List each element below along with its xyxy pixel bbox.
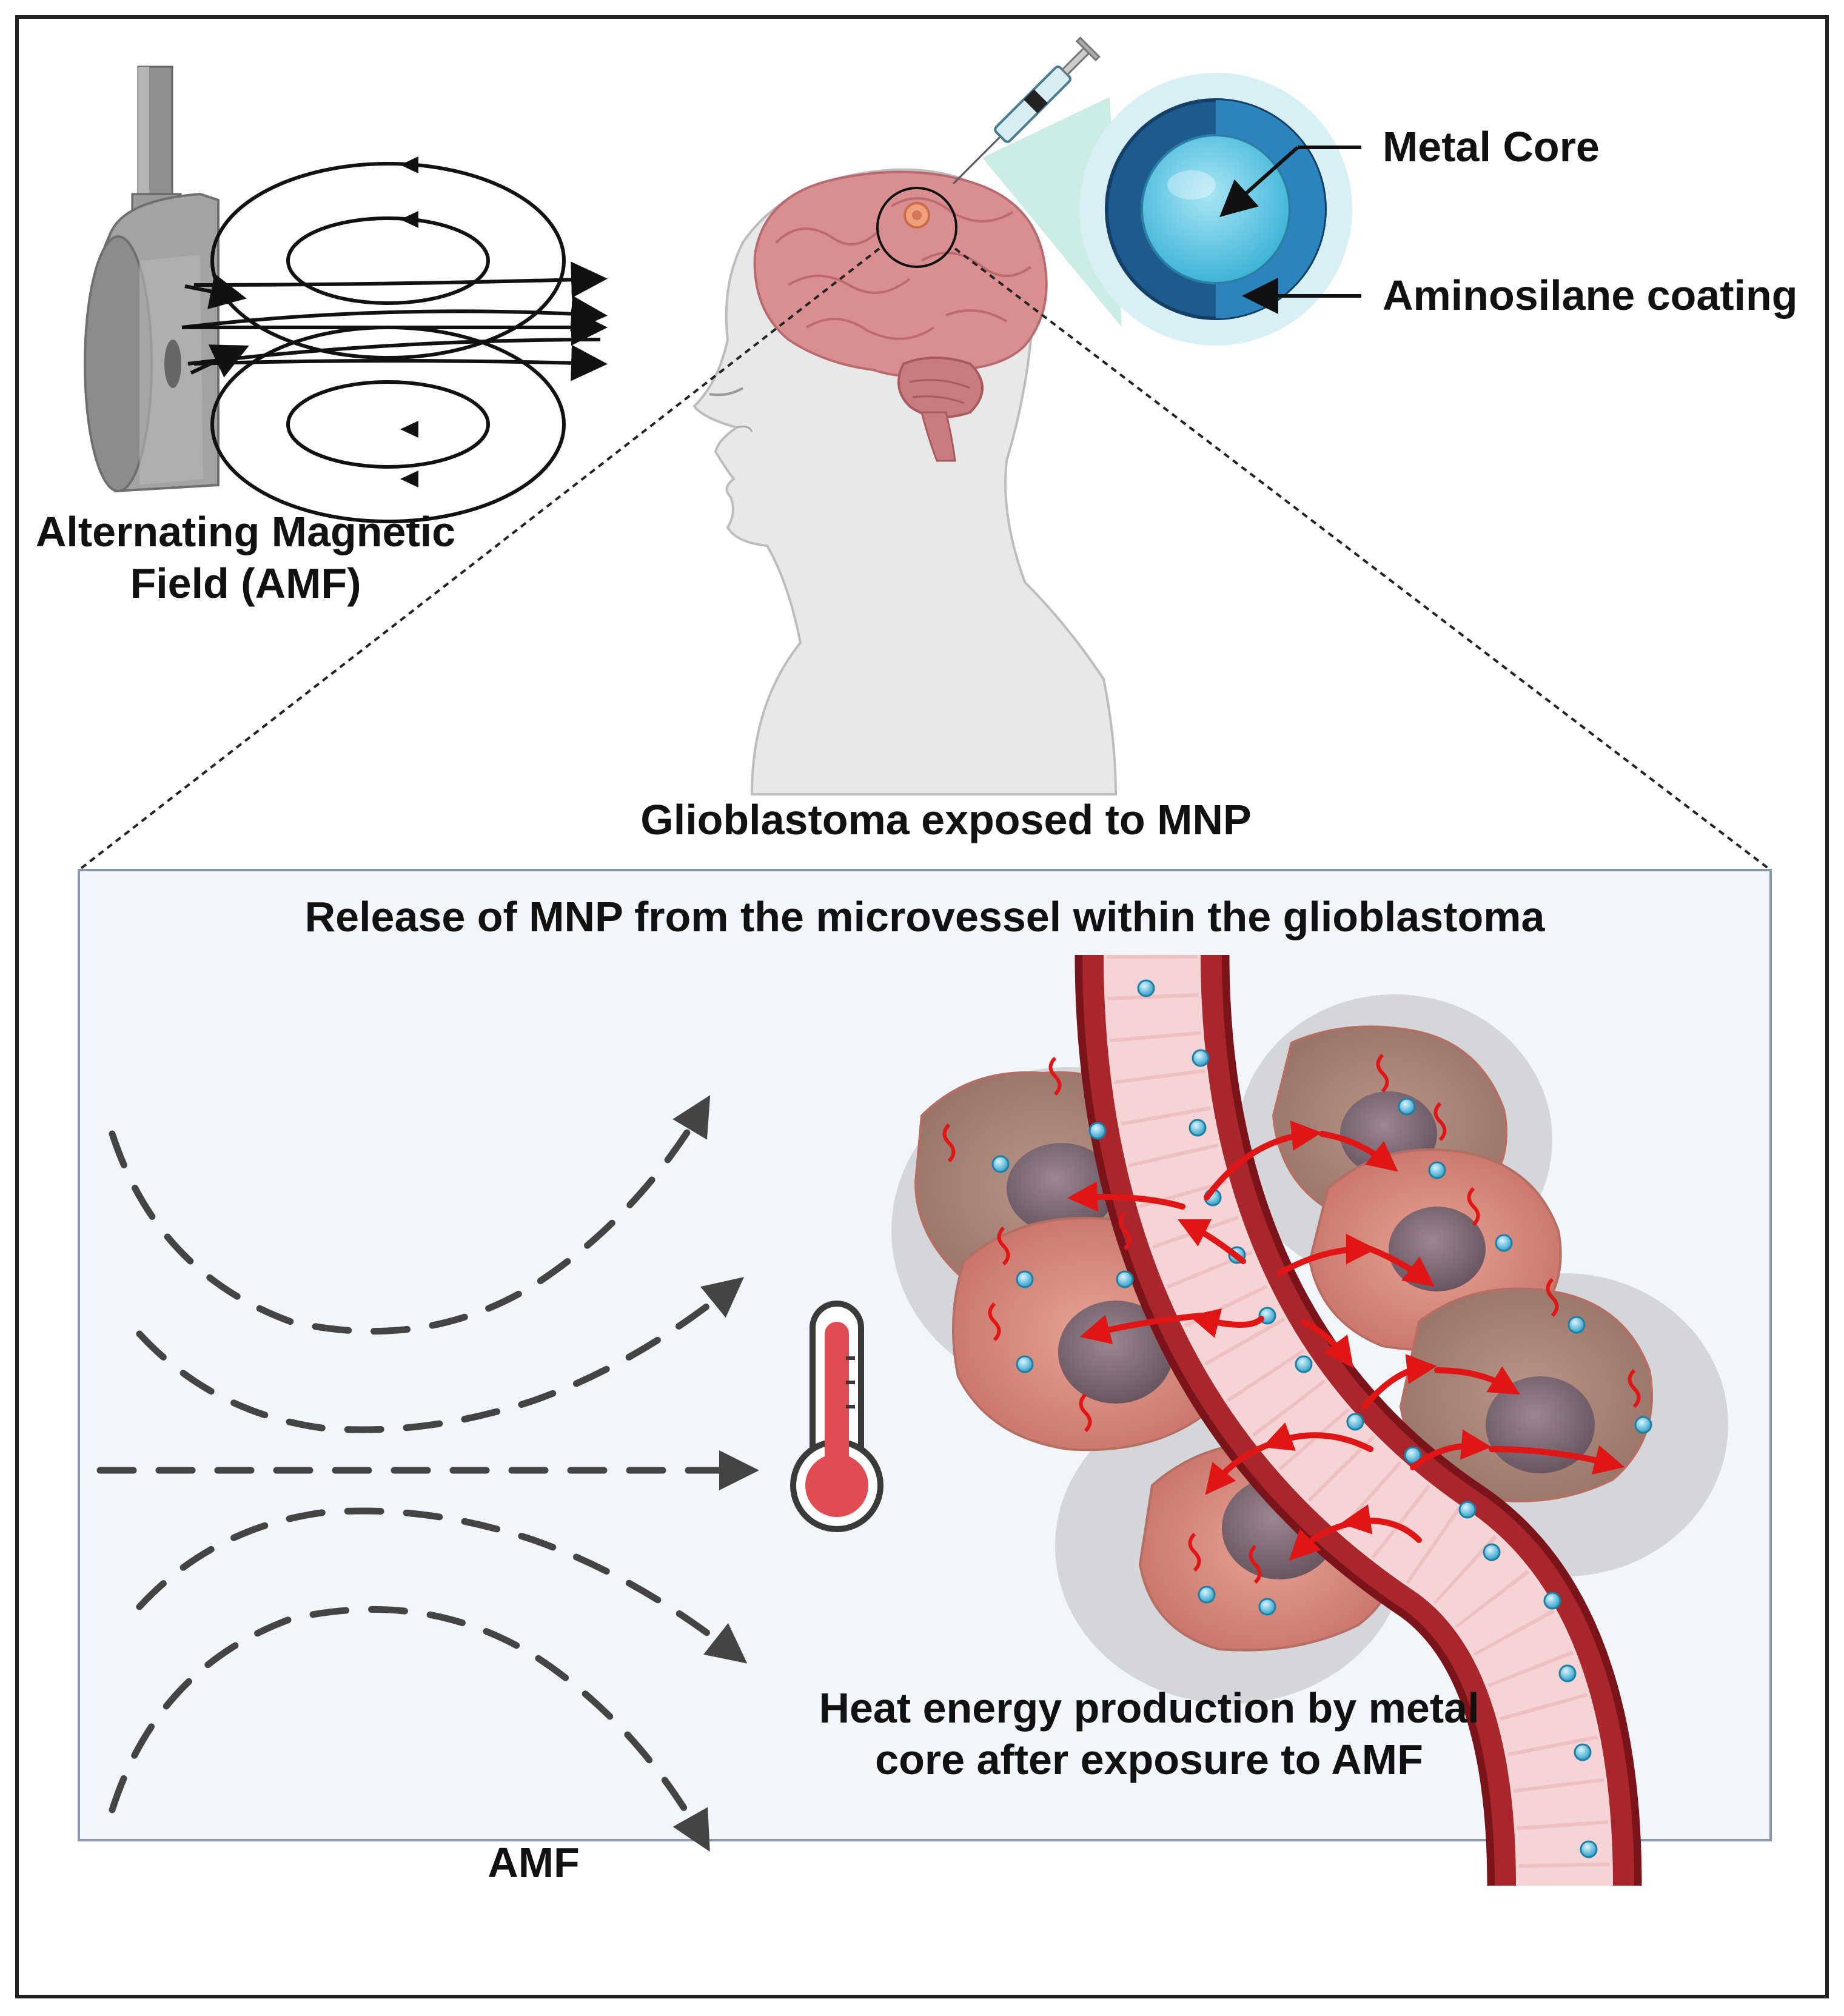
magnet-coil-icon: [84, 65, 220, 493]
nanoparticle-callouts: [1219, 146, 1361, 314]
field-direction-arrows: [400, 156, 600, 487]
syringe-icon: [953, 36, 1101, 184]
amf-dashed-field-lines: [96, 1095, 759, 1852]
amf-device-label-line2: Field (AMF): [130, 560, 361, 608]
heat-label-line1: Heat energy production by metal: [819, 1684, 1480, 1732]
mnp-particles: [991, 979, 1652, 1858]
thermometer-icon: [790, 1301, 883, 1532]
magnetic-field-lines: [181, 162, 608, 523]
metal-core-label: Metal Core: [1383, 123, 1600, 170]
amf-device-label-line1: Alternating Magnetic: [35, 508, 456, 555]
brain-icon: [753, 170, 1048, 462]
panel-title: Release of MNP from the microvessel with…: [304, 893, 1545, 940]
nanoparticle-icon: [1079, 73, 1352, 346]
amf-field-label: AMF: [488, 1839, 580, 1886]
amf-device-label: Alternating Magnetic Field (AMF): [24, 506, 467, 610]
zoom-dotted-lines: [78, 247, 1772, 871]
tumor-site: [876, 187, 957, 268]
zoom-cone: [982, 97, 1122, 327]
heat-label: Heat energy production by metal core aft…: [776, 1683, 1522, 1786]
coating-label: Aminosilane coating: [1383, 272, 1798, 319]
heat-release-arrows: [1067, 1120, 1625, 1561]
patient-label: Glioblastoma exposed to MNP: [640, 796, 1252, 843]
blood-vessel-icon: [1075, 954, 1642, 1886]
heat-wave-glyphs: [942, 1053, 1641, 1584]
heat-label-line2: core after exposure to AMF: [875, 1736, 1423, 1784]
